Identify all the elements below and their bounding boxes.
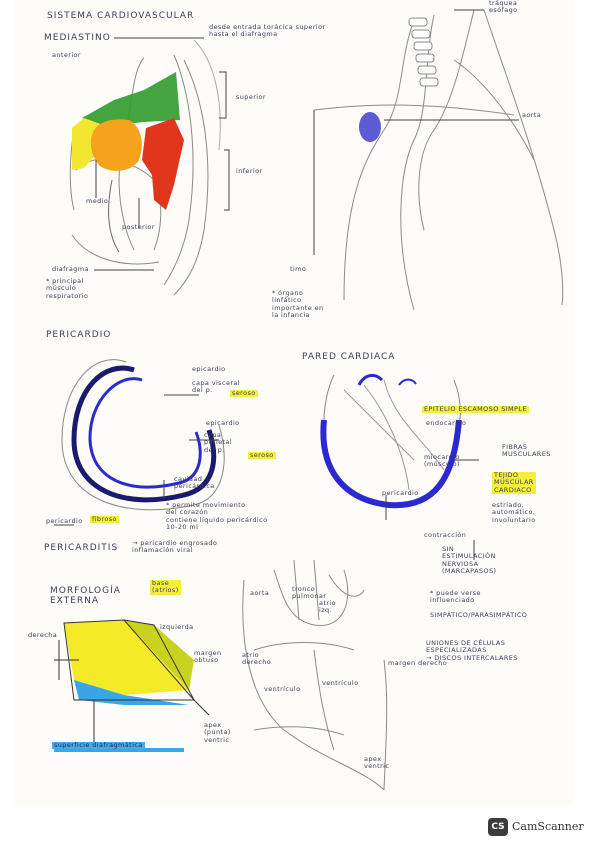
heading-pericardio: PERICARDIO — [46, 330, 112, 340]
highlight-tejido: TEJIDO MUSCULAR CARDIACO — [492, 471, 536, 495]
label-epicardio-2: epicardio — [206, 419, 240, 427]
brackets — [94, 37, 230, 271]
pericardium-drawing — [61, 359, 225, 511]
highlight-seroso-2: seroso — [248, 451, 276, 460]
label-simpatico: SIMPÁTICO/PARASIMPÁTICO — [430, 611, 528, 619]
label-ventriculo-der: ventrículo — [264, 685, 301, 693]
highlight-base: base (atrios) — [150, 579, 181, 595]
heading-morfologia: MORFOLOGÍA EXTERNA — [50, 586, 121, 607]
heading-mediastino: MEDIASTINO — [44, 33, 111, 43]
aorta-drawing — [313, 9, 564, 311]
label-margen-obtuso: margen obtuso — [194, 649, 222, 665]
mediastino-note: desde entrada torácica superior hasta el… — [209, 23, 326, 39]
label-cavidad: cavidad pericárdica — [174, 475, 215, 491]
vertebrae — [408, 17, 439, 87]
label-anterior: anterior — [52, 51, 81, 59]
highlight-superficie: superficie diafragmática — [52, 741, 145, 750]
highlight-epitelio: EPITELIO ESCAMOSO SIMPLE — [422, 405, 529, 414]
label-capa-visceral: capa visceral del p. — [192, 379, 241, 395]
label-miocardio: miocardio (músculo) — [424, 453, 460, 469]
label-puede: * puede verse influenciado — [430, 589, 481, 605]
heart-yellow-face — [64, 620, 189, 695]
label-sin-estimulacion: SIN ESTIMULACIÓN NERVIOSA (MARCAPASOS) — [442, 545, 497, 576]
heading-pared-cardiaca: PARED CARDIACA — [302, 352, 396, 362]
diafragma-note: * principal músculo respiratorio — [46, 277, 89, 300]
label-aorta-2: aorta — [250, 589, 270, 597]
heart-wall-drawing — [320, 373, 462, 509]
camscanner-name: CamScanner — [512, 820, 584, 833]
label-inferior: inferior — [236, 167, 263, 175]
highlight-seroso-1: seroso — [230, 389, 258, 398]
label-diafragma: diafragma — [52, 265, 89, 273]
heading-pericarditis: PERICARDITIS — [44, 543, 119, 553]
label-posterior: posterior — [122, 223, 155, 231]
label-atrio-izq: atrio izq. — [319, 599, 336, 615]
label-apex: apex (punta) ventric — [204, 721, 231, 744]
label-superior: superior — [236, 93, 266, 101]
highlight-fibroso: fibroso — [90, 515, 119, 524]
aorta-cross-section — [359, 112, 381, 142]
label-estriado: estriado, automático, involuntario — [492, 501, 536, 524]
label-capa-parietal: capa parietal del p. — [204, 431, 233, 454]
label-contraccion: contracción — [424, 531, 467, 539]
mediastinum-drawing — [69, 39, 221, 296]
heart-green-face — [124, 620, 194, 690]
label-derecha: derecha — [28, 631, 58, 639]
superior-green-region — [82, 72, 180, 126]
posterior-red-region — [142, 118, 184, 210]
label-epicardio: epicardio — [192, 365, 226, 373]
heart-blue-face — [74, 680, 189, 705]
leader-lines-1 — [313, 9, 519, 255]
sketches — [54, 9, 564, 791]
pericarditis-note: → pericardio engrosado inflamación viral — [132, 539, 218, 555]
leader-lines-2 — [54, 394, 219, 526]
label-margen-derecho: margen derecho — [388, 659, 448, 667]
timo-note: * órgano linfático importante en la infa… — [272, 289, 324, 320]
label-traquea: tráquea esófago — [489, 0, 518, 15]
notebook-page: SISTEMA CARDIOVASCULAR MEDIASTINO desde … — [14, 0, 574, 805]
cavidad-note: * permite movimiento del corazón contien… — [166, 501, 268, 532]
label-apex-ventric: apex ventric — [364, 755, 390, 771]
label-aorta: aorta — [522, 111, 542, 119]
label-fibras: FIBRAS MUSCULARES — [502, 443, 551, 459]
label-izquierda: izquierda — [160, 623, 194, 631]
medio-orange-region — [90, 119, 142, 171]
label-endocardio: endocardio — [426, 419, 467, 427]
label-uniones: UNIONES DE CÉLULAS ESPECIALIZADAS → DISC… — [426, 639, 518, 662]
label-pericardio-fibroso: pericardio — [46, 517, 83, 525]
label-pericardio-wall: pericardio — [382, 489, 419, 497]
label-tronco: tronco pulmonar — [292, 585, 327, 601]
heart-external-drawing — [242, 559, 388, 791]
label-timo: timo — [290, 265, 307, 273]
camscanner-logo: CS — [488, 818, 508, 836]
morphology-outline — [54, 619, 210, 752]
label-ventriculo-izq: ventrículo — [322, 679, 359, 687]
label-atrio-der: atrio derecho — [242, 651, 272, 667]
label-medio: medio — [86, 197, 109, 205]
title-sistema-cardiovascular: SISTEMA CARDIOVASCULAR — [47, 11, 195, 21]
